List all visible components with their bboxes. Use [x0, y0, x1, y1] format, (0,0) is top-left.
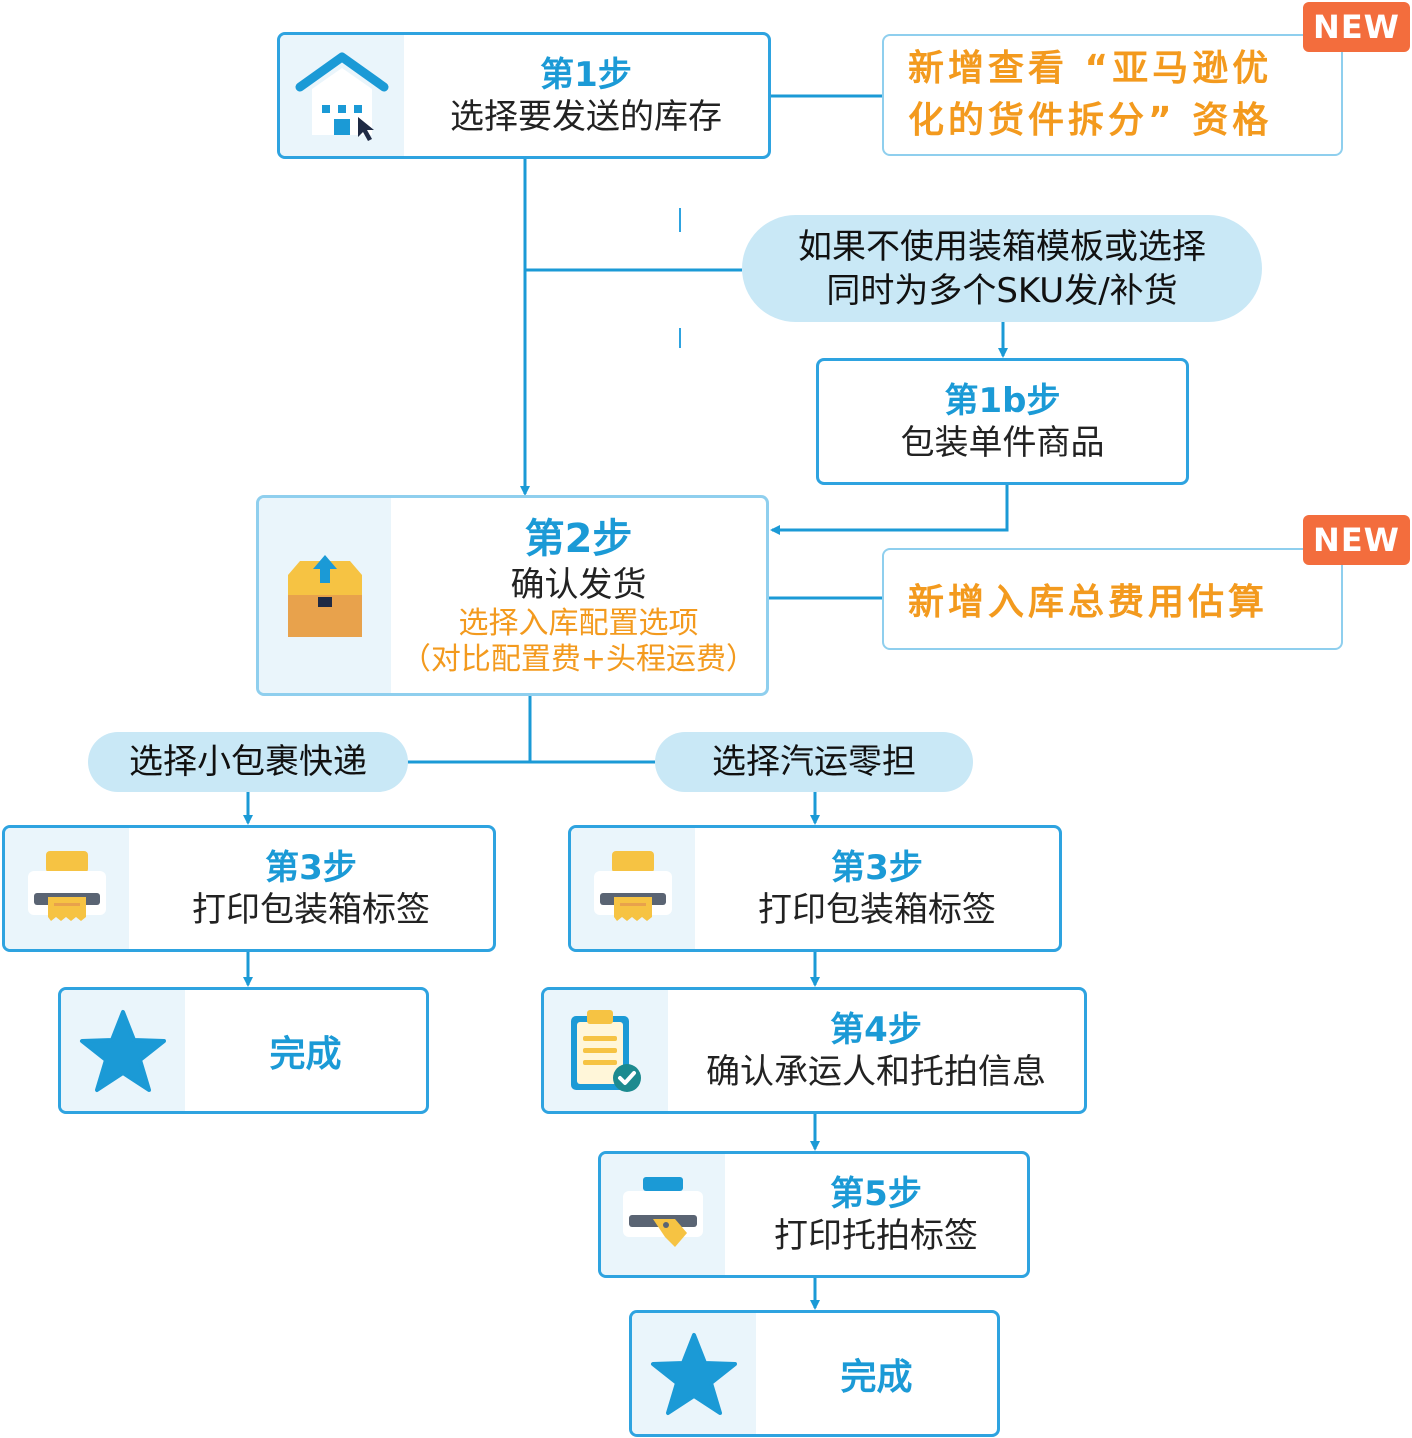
right-step4-box: 第4步 确认承运人和托拍信息: [541, 987, 1087, 1114]
step1-box: 第1步 选择要发送的库存: [277, 32, 771, 159]
right-step5-box: 第5步 打印托拍标签: [598, 1151, 1030, 1278]
step2-desc: 确认发货: [510, 564, 647, 605]
left-done-box: 完成: [58, 987, 429, 1114]
icon-cell: [601, 1154, 725, 1275]
condition-line2: 同时为多个SKU发/补货: [826, 270, 1178, 311]
warehouse-icon: [295, 52, 389, 141]
left-step3-box: 第3步 打印包装箱标签: [2, 825, 496, 952]
new-feature-note-split: 新增查看 “亚马逊优 化的货件拆分” 资格: [882, 34, 1343, 156]
star-icon: [80, 1009, 166, 1092]
step2-label: 第2步: [524, 515, 633, 562]
package-upload-icon: [288, 554, 362, 637]
branch-small-parcel: 选择小包裹快递: [88, 732, 408, 792]
icon-cell: [632, 1313, 756, 1434]
new-note1-line1: 新增查看 “亚马逊优: [908, 48, 1273, 89]
right-step5-label: 第5步: [830, 1173, 922, 1214]
icon-cell: [5, 828, 129, 949]
right-step3-box: 第3步 打印包装箱标签: [568, 825, 1062, 952]
right-done-box: 完成: [629, 1310, 1000, 1437]
step1-label: 第1步: [540, 54, 632, 95]
clipboard-check-icon: [571, 1009, 641, 1092]
step1-desc: 选择要发送的库存: [450, 96, 722, 137]
icon-cell: [61, 990, 185, 1111]
step1b-box: 第1b步 包装单件商品: [816, 358, 1189, 485]
step2-sub1: 选择入库配置选项: [458, 605, 699, 641]
left-done-label: 完成: [269, 1033, 342, 1075]
new-feature-note-fee: 新增入库总费用估算: [882, 548, 1343, 650]
new-badge: NEW: [1303, 2, 1410, 52]
right-step4-label: 第4步: [830, 1009, 922, 1050]
printer-icon: [594, 850, 672, 921]
right-step5-desc: 打印托拍标签: [774, 1215, 978, 1256]
icon-cell: [259, 498, 391, 693]
step1b-label: 第1b步: [944, 380, 1061, 421]
icon-cell: [544, 990, 668, 1111]
condition-line1: 如果不使用装箱模板或选择: [798, 226, 1206, 267]
label-printer-icon: [623, 1176, 703, 1247]
step2-sub2: （对比配置费+头程运费）: [400, 641, 757, 677]
right-step3-label: 第3步: [831, 847, 923, 888]
new-note1-line2: 化的货件拆分” 资格: [908, 100, 1273, 141]
new-note2-text: 新增入库总费用估算: [908, 582, 1269, 623]
new-badge: NEW: [1303, 515, 1410, 565]
icon-cell: [280, 35, 404, 156]
printer-icon: [28, 850, 106, 921]
right-step4-desc: 确认承运人和托拍信息: [706, 1051, 1046, 1092]
connector-step1b-step2: [770, 484, 1009, 535]
left-step3-desc: 打印包装箱标签: [192, 889, 430, 930]
star-icon: [651, 1332, 737, 1415]
icon-cell: [571, 828, 695, 949]
condition-pill: 如果不使用装箱模板或选择 同时为多个SKU发/补货: [742, 215, 1262, 322]
step1b-desc: 包装单件商品: [900, 422, 1105, 463]
right-done-label: 完成: [840, 1356, 913, 1398]
left-step3-label: 第3步: [265, 847, 357, 888]
branch-ltl: 选择汽运零担: [655, 732, 973, 792]
step2-box: 第2步 确认发货 选择入库配置选项 （对比配置费+头程运费）: [256, 495, 769, 696]
right-step3-desc: 打印包装箱标签: [758, 889, 996, 930]
